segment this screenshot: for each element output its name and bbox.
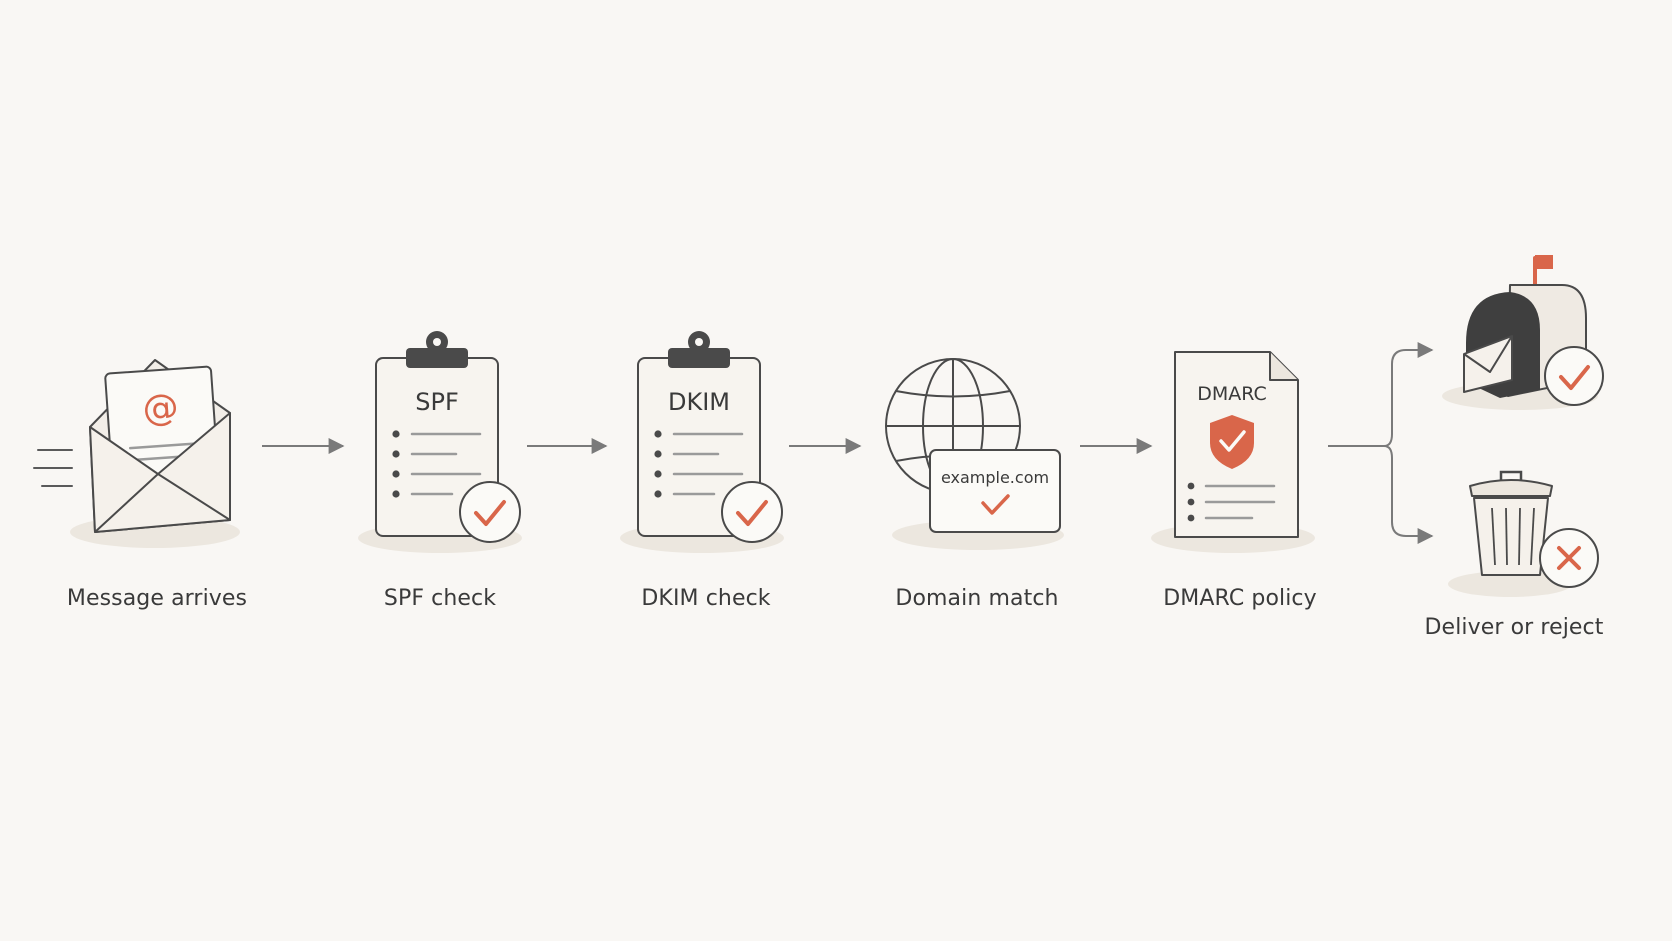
step-label-dkim-check: DKIM check [641, 586, 771, 611]
document-title: DMARC [1197, 383, 1267, 405]
mailbox-icon [1442, 255, 1604, 410]
step-label-domain-match: Domain match [895, 586, 1059, 611]
clipboard-title: SPF [415, 388, 459, 416]
step-label-spf-check: SPF check [383, 586, 497, 611]
domain-card: example.com [929, 449, 1061, 533]
branch-connector [1328, 342, 1434, 544]
clipboard-title: DKIM [668, 388, 730, 416]
step-label-deliver-or-reject: Deliver or reject [1424, 615, 1604, 640]
clipboard-icon: DKIM [620, 331, 784, 553]
flag-icon [1535, 255, 1553, 269]
reject-badge-icon [1539, 528, 1599, 588]
envelope-icon: @ [33, 359, 240, 548]
step-label-dmarc-policy: DMARC policy [1163, 586, 1317, 611]
check-badge-icon [459, 481, 521, 543]
trash-icon [1448, 470, 1599, 597]
clipboard-icon: SPF [358, 331, 522, 553]
speed-lines-icon [33, 449, 73, 487]
step-label-message-arrives: Message arrives [66, 586, 248, 611]
domain-text: example.com [941, 468, 1049, 487]
document-shield-icon: DMARC [1151, 351, 1315, 553]
check-badge-icon [721, 481, 783, 543]
check-icon [981, 494, 1010, 515]
shield-icon [1210, 415, 1254, 469]
at-symbol: @ [141, 387, 180, 430]
check-badge-icon [1544, 346, 1604, 406]
